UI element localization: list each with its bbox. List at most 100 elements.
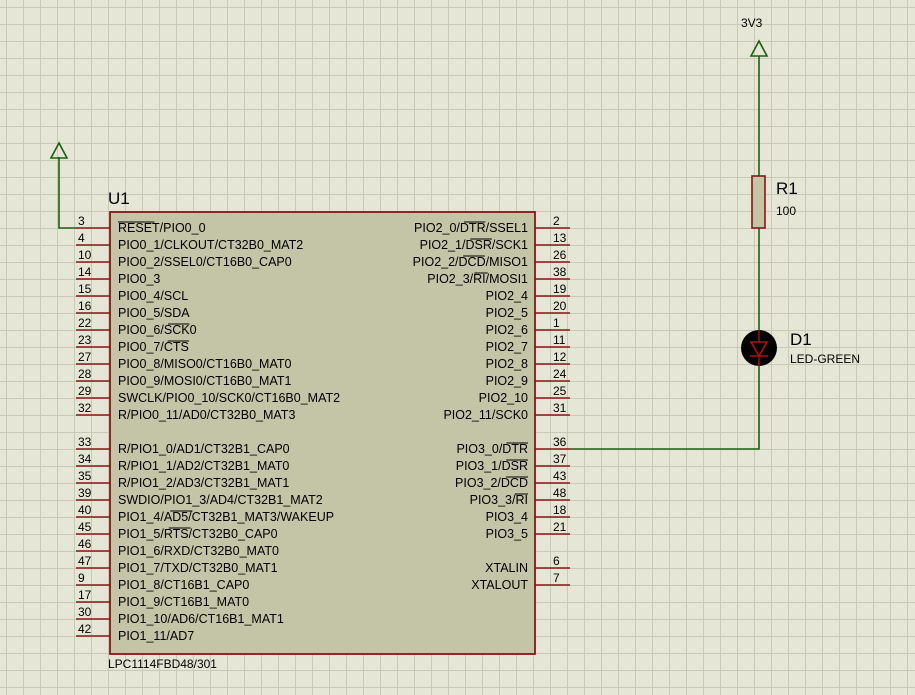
- pin-name: PIO0_8/MISO0/CT16B0_MAT0: [118, 357, 291, 371]
- pin-name: PIO1_5/RTS/CT32B0_CAP0: [118, 527, 278, 541]
- pin-number: 46: [78, 537, 92, 551]
- pin-name: PIO1_4/AD5/CT32B1_MAT3/WAKEUP: [118, 510, 334, 524]
- pin-number: 36: [553, 435, 567, 449]
- pin-number: 33: [78, 435, 92, 449]
- pin-name: PIO3_0/DTR: [456, 442, 528, 456]
- power-label: 3V3: [741, 16, 763, 30]
- pin-name: PIO2_6: [486, 323, 528, 337]
- pin-name: PIO2_5: [486, 306, 528, 320]
- pin-number: 39: [78, 486, 92, 500]
- led-d1: D1 LED-GREEN: [741, 330, 860, 366]
- resistor-ref: R1: [776, 179, 798, 198]
- power-arrow-icon: [749, 39, 769, 57]
- resistor-r1: R1 100: [751, 175, 798, 229]
- resistor-body: [751, 175, 766, 229]
- led-value: LED-GREEN: [790, 352, 860, 366]
- pin-number: 7: [553, 571, 560, 585]
- pin-name: PIO1_7/TXD/CT32B0_MAT1: [118, 561, 278, 575]
- wires: [58, 56, 760, 450]
- pin-name: PIO1_10/AD6/CT16B1_MAT1: [118, 612, 284, 626]
- pin-number: 23: [78, 333, 92, 347]
- pin-name: PIO2_1/DSR/SCK1: [420, 238, 528, 252]
- reset-terminal: [49, 141, 69, 159]
- pin-number: 24: [553, 367, 567, 381]
- pin-number: 30: [78, 605, 92, 619]
- pin-name: XTALOUT: [471, 578, 528, 592]
- pin-name: PIO2_2/DCD/MISO1: [413, 255, 528, 269]
- chip-body: [109, 211, 536, 655]
- pin-name: PIO3_2/DCD: [455, 476, 528, 490]
- pin-name: PIO2_7: [486, 340, 528, 354]
- pin-name: PIO0_9/MOSI0/CT16B0_MAT1: [118, 374, 291, 388]
- pin-name: PIO0_3: [118, 272, 160, 286]
- pin-name: R/PIO0_11/AD0/CT32B0_MAT3: [118, 408, 295, 422]
- power-terminal-3v3: 3V3: [741, 16, 769, 57]
- pin-number: 6: [553, 554, 560, 568]
- pin-name: PIO0_2/SSEL0/CT16B0_CAP0: [118, 255, 292, 269]
- pin-number: 14: [78, 265, 92, 279]
- pin-name: PIO0_7/CTS: [118, 340, 189, 354]
- pin-name: XTALIN: [485, 561, 528, 575]
- pin-name: PIO1_6/RXD/CT32B0_MAT0: [118, 544, 279, 558]
- pin-number: 42: [78, 622, 92, 636]
- chip-part-number: LPC1114FBD48/301: [108, 657, 217, 671]
- resistor-value: 100: [776, 204, 796, 218]
- pin-name: PIO0_6/SCK0: [118, 323, 197, 337]
- pin-number: 18: [553, 503, 567, 517]
- pin-number: 4: [78, 231, 85, 245]
- pin-name: PIO0_4/SCL: [118, 289, 188, 303]
- pin-name: PIO3_3/RI: [470, 493, 528, 507]
- pin-number: 28: [78, 367, 92, 381]
- pin-number: 9: [78, 571, 85, 585]
- pin-number: 11: [553, 333, 566, 347]
- pin-number: 17: [78, 588, 92, 602]
- pin-number: 45: [78, 520, 92, 534]
- pin-number: 27: [78, 350, 92, 364]
- pin-number: 15: [78, 282, 92, 296]
- pin-name: PIO1_9/CT16B1_MAT0: [118, 595, 249, 609]
- pin-name: PIO1_11/AD7: [118, 629, 194, 643]
- pin-number: 40: [78, 503, 92, 517]
- pin-name: SWDIO/PIO1_3/AD4/CT32B1_MAT2: [118, 493, 323, 507]
- pin-name: R/PIO1_1/AD2/CT32B1_MAT0: [118, 459, 289, 473]
- right-pins: 2PIO2_0/DTR/SSEL113PIO2_1/DSR/SCK126PIO2…: [413, 214, 570, 592]
- pin-number: 47: [78, 554, 92, 568]
- pin-number: 29: [78, 384, 92, 398]
- pin-number: 31: [553, 401, 567, 415]
- pin-name: PIO2_9: [486, 374, 528, 388]
